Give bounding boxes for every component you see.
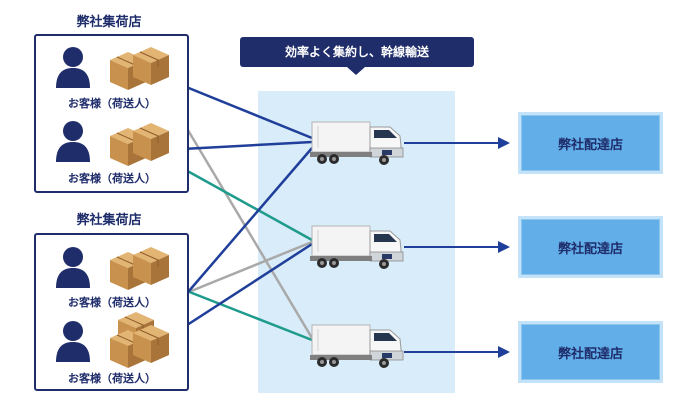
cardboard-boxes-icon	[109, 122, 170, 167]
banner-text: 効率よく集約し、幹線輸送	[284, 45, 429, 59]
person-icon	[56, 247, 90, 288]
customer-caption: お客様（荷送人）	[68, 372, 156, 385]
customer-caption: お客様（荷送人）	[68, 296, 156, 309]
origin-title: 弊社集荷店	[76, 15, 142, 30]
destination-box: 弊社配達店	[518, 321, 663, 383]
person-icon	[56, 47, 90, 88]
person-icon	[56, 121, 90, 162]
person-icon	[56, 321, 90, 362]
customer-caption: お客様（荷送人）	[68, 172, 156, 185]
banner-pointer	[347, 67, 365, 75]
cardboard-boxes-icon	[109, 311, 170, 369]
destination-label: 弊社配達店	[557, 137, 623, 153]
cardboard-boxes-icon	[109, 246, 170, 291]
customer-caption: お客様（荷送人）	[68, 97, 156, 110]
arrow-right-icon	[404, 346, 510, 358]
cardboard-boxes-icon	[109, 46, 170, 91]
arrow-right-icon	[404, 137, 510, 149]
destination-label: 弊社配達店	[557, 346, 623, 362]
arrow-right-icon	[404, 241, 510, 253]
destination-box: 弊社配達店	[518, 216, 663, 278]
origin-title: 弊社集荷店	[76, 213, 142, 228]
destination-label: 弊社配達店	[557, 241, 623, 257]
consolidation-banner: 効率よく集約し、幹線輸送	[240, 37, 474, 67]
destination-box: 弊社配達店	[518, 112, 663, 174]
